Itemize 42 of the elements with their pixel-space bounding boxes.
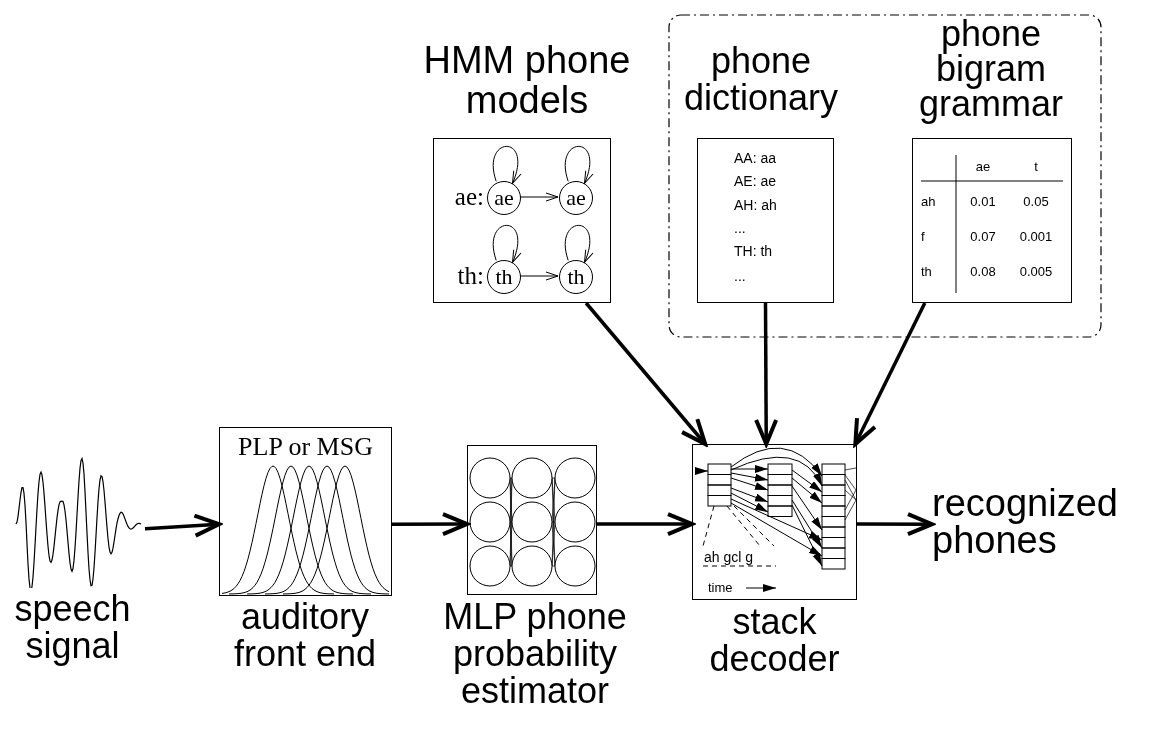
table-cell-text: 0.005 [1018,263,1054,281]
arrow [857,512,934,537]
block-title: MLP phone probability estimator [442,598,628,709]
dictionary-entry: AH: ah [734,196,778,215]
table-header: ae [974,158,992,176]
box-text: PLP or MSG [237,431,374,463]
arrow [519,192,559,202]
output-label: recognized phones [932,485,1119,559]
block-title: HMM phone models [422,40,632,120]
self-loop-arrow [564,224,593,263]
dictionary-entry: ... [734,219,747,238]
arrow [584,301,708,446]
arrow [392,512,469,537]
axis-label: time [708,579,734,597]
table-cell-text: th [921,263,933,281]
model-label: ae: [453,183,484,211]
table-cell-text: f [921,228,926,246]
block-title: auditory front end [232,598,378,672]
arrow [144,513,221,538]
dictionary-entry: AE: ae [734,172,778,191]
table-cell-text: 0.07 [969,228,997,246]
table-cell-text: ah [921,193,937,211]
table-cell-text: 0.08 [969,263,997,281]
phone-sequence-label: ah gcl g [704,548,755,566]
block-title: phone dictionary [682,42,840,116]
table-cell-text: 0.001 [1018,228,1054,246]
arrow [754,303,779,446]
self-loop-arrow [564,145,593,184]
arrow [519,271,559,281]
table-cell-text: 0.01 [969,193,997,211]
dictionary-entry: TH: th [734,242,774,261]
dictionary-entry: ... [734,267,747,286]
arrow [597,512,694,537]
self-loop-arrow [492,145,521,184]
table-cell-text: 0.05 [1022,193,1050,211]
table-header: t [1033,158,1039,176]
caption-text: speech signal [13,590,132,664]
model-label: th: [456,262,484,290]
dictionary-entry: AA: aa [734,149,778,168]
self-loop-arrow [492,224,521,263]
block-title: stack decoder [708,603,841,677]
arrow [853,302,927,446]
